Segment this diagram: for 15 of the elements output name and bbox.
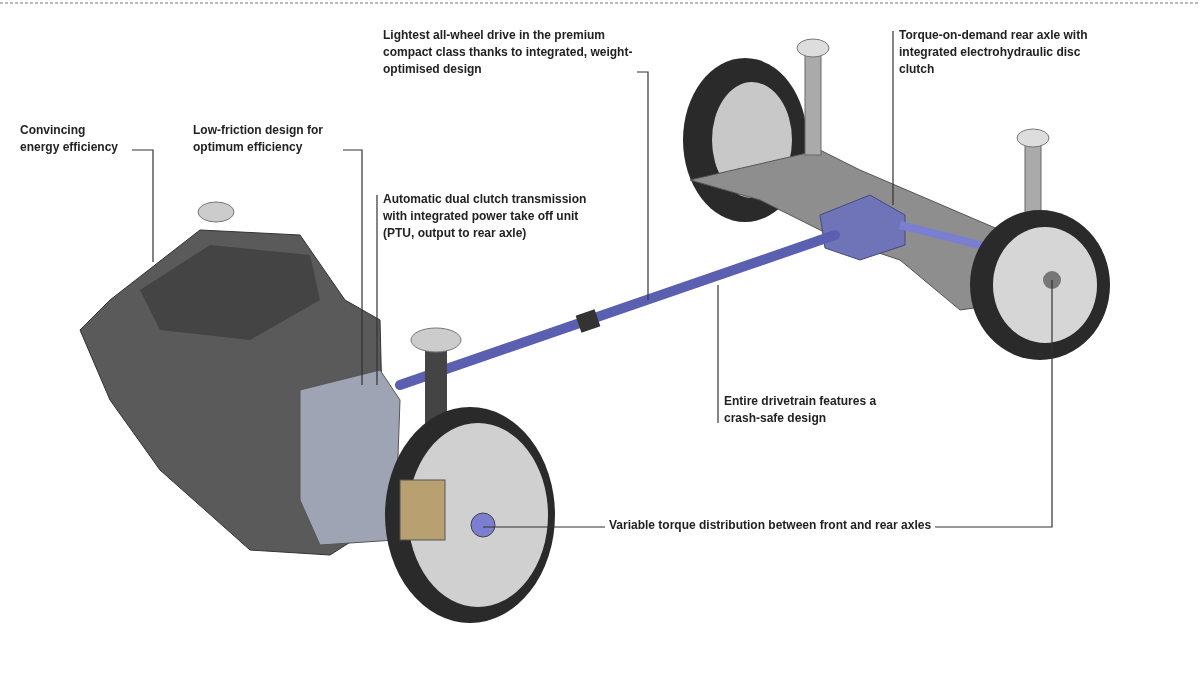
callout-text: Convincing energy efficiency [20, 122, 120, 156]
callout-text: Automatic dual clutch transmission with integrated power take off unit (PTU, output to rear axle) [383, 191, 588, 242]
leader-line [636, 71, 649, 301]
callout-text: Low-friction design for optimum efficiency [193, 122, 324, 156]
callout-text: Entire drivetrain features a crash-safe design [724, 393, 878, 427]
leader-line [892, 30, 894, 206]
leader-line [482, 526, 606, 528]
callout-text: Torque-on-demand rear axle with integrated electrohydraulic disc clutch [899, 27, 1089, 78]
leader-line [717, 284, 719, 424]
leader-line [342, 149, 363, 386]
leader-line [131, 149, 154, 263]
callout-text: Lightest all-wheel drive in the premium compact class thanks to integrated, weight-optimised design [383, 27, 633, 78]
leader-line [376, 194, 378, 386]
callout-text: Variable torque distribution between front and rear axles [609, 517, 932, 534]
leader-line [934, 279, 1053, 528]
